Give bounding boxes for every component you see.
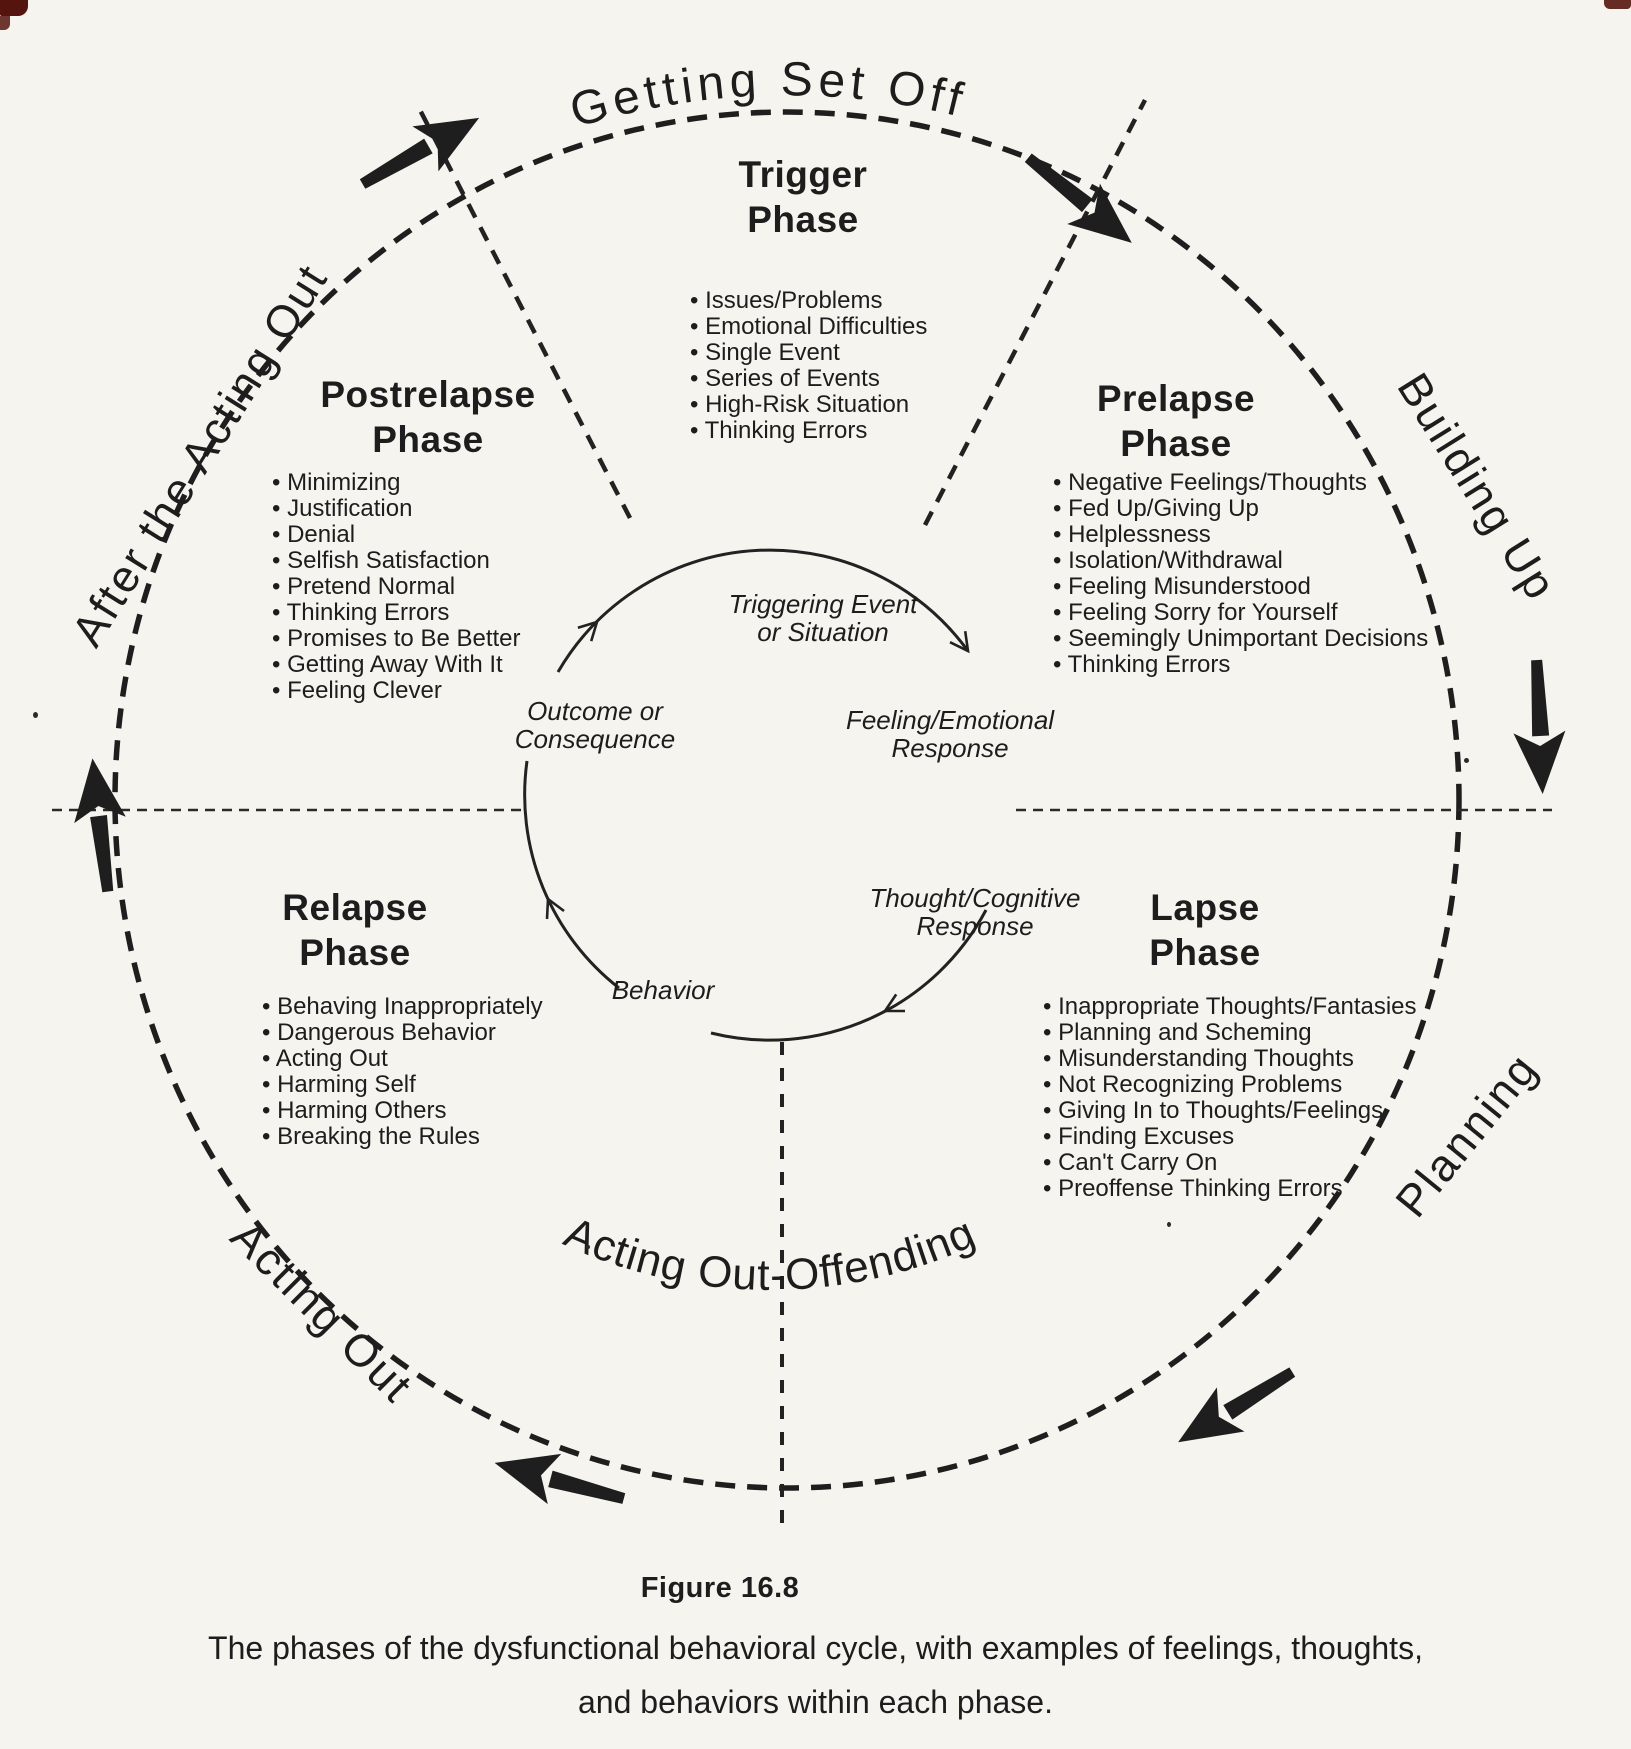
phase-list-prelapse: • Negative Feelings/Thoughts• Fed Up/Giv…: [1053, 470, 1428, 678]
bullet-item: • Single Event: [690, 339, 840, 366]
outer-dashed-circle: [112, 109, 1462, 1491]
phase-title-lapse: Lapse Phase: [1149, 885, 1261, 975]
inner-arc-bottom-right: [710, 909, 988, 1042]
bullet-item: • Preoffense Thinking Errors: [1043, 1175, 1343, 1202]
bullet-item: • Thinking Errors: [272, 599, 450, 626]
bullet-item: • Seemingly Unimportant Decisions: [1053, 625, 1429, 652]
figure-caption-line2: and behaviors within each phase.: [578, 1684, 1053, 1720]
bullet-item: • Thinking Errors: [1053, 651, 1231, 678]
inner-arc-left: [523, 760, 620, 990]
scan-artifact: [0, 16, 10, 30]
bullet-item: • Can't Carry On: [1043, 1149, 1218, 1176]
inner-arrowhead-top-left-icon: [577, 620, 599, 642]
inner-label-line: Response: [916, 911, 1034, 941]
inner-label-line: Triggering Event: [728, 589, 918, 619]
inner-arrowhead-top-right-icon: [949, 631, 970, 654]
bullet-item: • Selfish Satisfaction: [272, 547, 490, 574]
bullet-item: • Promises to Be Better: [272, 625, 521, 652]
bullet-item: • Not Recognizing Problems: [1043, 1071, 1343, 1098]
phase-title-line: Relapse: [282, 887, 428, 928]
bullet-item: • Getting Away With It: [272, 651, 503, 678]
bullet-item: • Negative Feelings/Thoughts: [1053, 469, 1367, 496]
phase-title-line: Trigger: [738, 154, 868, 195]
figure-caption-line1: The phases of the dysfunctional behavior…: [208, 1630, 1423, 1666]
bullet-item: • Harming Others: [262, 1097, 447, 1124]
outer-label-bottom: Acting Out-Offending: [558, 1208, 983, 1300]
bullet-item: • Fed Up/Giving Up: [1053, 495, 1259, 522]
inner-arrowhead-bottom-icon: [882, 993, 905, 1013]
bullet-item: • Giving In to Thoughts/Feelings: [1043, 1097, 1384, 1124]
phase-list-trigger: • Issues/Problems• Emotional Difficultie…: [690, 288, 927, 444]
inner-arrowhead-left-icon: [545, 896, 565, 920]
phase-title-line: Phase: [1149, 932, 1261, 974]
phase-title-trigger: Trigger Phase: [739, 152, 868, 242]
inner-arc-top: [556, 548, 970, 673]
phase-list-relapse: • Behaving Inappropriately• Dangerous Be…: [262, 994, 543, 1150]
scan-speck: [1167, 1222, 1171, 1227]
bullet-item: • Dangerous Behavior: [262, 1019, 496, 1046]
bullet-item: • Feeling Misunderstood: [1053, 573, 1311, 600]
figure-number: Figure 16.8: [640, 1572, 800, 1604]
bullet-item: • Justification: [272, 495, 413, 522]
bullet-item: • Inappropriate Thoughts/Fantasies: [1043, 993, 1417, 1020]
phase-title-prelapse: Prelapse Phase: [1097, 376, 1255, 466]
bullet-item: • Behaving Inappropriately: [262, 993, 543, 1020]
bullet-item: • Misunderstanding Thoughts: [1043, 1045, 1354, 1072]
bullet-item: • Emotional Difficulties: [690, 313, 928, 340]
phase-title-line: Phase: [1120, 423, 1232, 465]
scan-artifact: [0, 0, 28, 16]
phase-title-relapse: Relapse Phase: [282, 885, 427, 975]
inner-label-line: Behavior: [611, 975, 715, 1005]
inner-label-line: Outcome or: [527, 696, 663, 726]
phase-title-line: Prelapse: [1096, 378, 1256, 419]
phase-title-line: Postrelapse: [320, 374, 536, 415]
bullet-item: • Harming Self: [262, 1071, 416, 1098]
phase-title-postrelapse: Postrelapse Phase: [320, 372, 535, 462]
bullet-item: • Thinking Errors: [690, 417, 868, 444]
bullet-item: • Pretend Normal: [272, 573, 456, 600]
flow-arrow-right-icon: [1509, 658, 1569, 796]
flow-arrow-bottom-right-icon: [1164, 1349, 1306, 1465]
bullet-item: • Issues/Problems: [690, 287, 883, 314]
phase-title-line: Lapse: [1150, 887, 1260, 928]
bullet-item: • Isolation/Withdrawal: [1053, 547, 1283, 574]
bullet-item: • Helplessness: [1053, 521, 1211, 548]
inner-label-line: Thought/Cognitive: [869, 883, 1081, 913]
inner-label-line: Feeling/Emotional: [845, 705, 1055, 735]
divider-upper-right: [923, 98, 1147, 527]
phase-list-postrelapse: • Minimizing• Justification• Denial• Sel…: [272, 470, 521, 704]
bullet-item: • Feeling Clever: [272, 677, 442, 704]
inner-label-line: Response: [891, 733, 1009, 763]
scan-speck: [586, 1245, 590, 1249]
flow-arrow-left-icon: [66, 755, 135, 895]
bullet-item: • Finding Excuses: [1043, 1123, 1235, 1150]
inner-label-triggering-event: Triggering Event or Situation: [729, 590, 918, 646]
inner-label-line: or Situation: [757, 617, 889, 647]
phase-title-line: Phase: [299, 932, 411, 974]
phase-title-line: Phase: [747, 199, 859, 241]
bullet-item: • Planning and Scheming: [1043, 1019, 1312, 1046]
phase-list-lapse: • Inappropriate Thoughts/Fantasies• Plan…: [1043, 994, 1417, 1202]
bullet-item: • Feeling Sorry for Yourself: [1053, 599, 1338, 626]
bullet-item: • High-Risk Situation: [690, 391, 910, 418]
inner-label-line: Consequence: [514, 724, 676, 754]
flow-arrow-top-right-icon: [1011, 138, 1149, 264]
inner-label-behavior: Behavior: [612, 976, 715, 1004]
bullet-item: • Acting Out: [262, 1045, 388, 1072]
inner-label-outcome: Outcome or Consequence: [515, 697, 675, 753]
bullet-item: • Minimizing: [272, 469, 401, 496]
scan-speck: [1464, 758, 1469, 763]
scan-artifact: [1604, 0, 1631, 9]
bullet-item: • Denial: [272, 521, 356, 548]
scan-speck: [33, 712, 38, 718]
bullet-item: • Series of Events: [690, 365, 880, 392]
inner-label-thought: Thought/Cognitive Response: [869, 884, 1080, 940]
flow-arrow-bottom-left-icon: [487, 1437, 631, 1523]
phase-title-line: Phase: [372, 419, 484, 461]
inner-label-feeling: Feeling/Emotional Response: [846, 706, 1054, 762]
bullet-item: • Breaking the Rules: [262, 1123, 480, 1150]
